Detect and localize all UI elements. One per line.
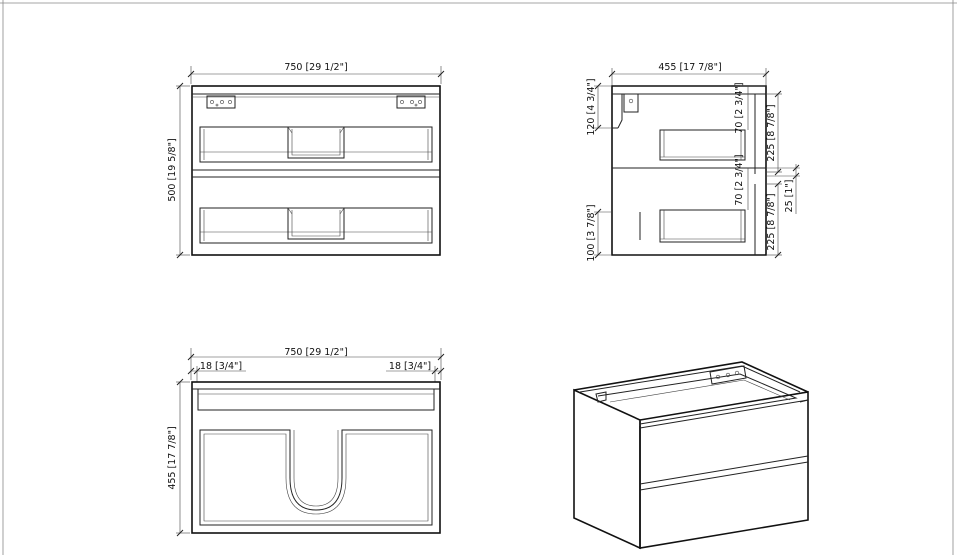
top-right-side-label: 18 [3/4"] bbox=[389, 361, 431, 372]
side-bottom-offset-dimension: 100 [3 7/8"] bbox=[586, 204, 612, 262]
side-view: 455 [17 7/8"] bbox=[586, 62, 800, 262]
side-lower-drawer-dimension: 225 [8 7/8"] bbox=[766, 180, 782, 259]
side-divider-label: 25 [1"] bbox=[784, 180, 795, 213]
top-right-side-dimension: 18 [3/4"] bbox=[386, 361, 445, 382]
side-upper-drawer bbox=[659, 94, 756, 174]
side-lower-gap-label: 70 [2 3/4"] bbox=[734, 154, 745, 205]
front-upper-drawer bbox=[199, 126, 433, 163]
top-cabinet-outline bbox=[191, 381, 441, 534]
side-top-offset-label: 120 [4 3/4"] bbox=[586, 78, 597, 135]
iso-front-panel bbox=[639, 391, 809, 549]
top-width-label: 750 [29 1/2"] bbox=[284, 347, 347, 358]
front-left-bracket bbox=[206, 95, 236, 109]
top-depth-dimension: 455 [17 7/8"] bbox=[167, 378, 190, 537]
side-depth-dimension: 455 [17 7/8"] bbox=[608, 62, 770, 86]
side-bottom-offset-label: 100 [3 7/8"] bbox=[586, 204, 597, 261]
iso-mounting-bracket bbox=[709, 365, 747, 385]
front-right-bracket bbox=[396, 95, 426, 109]
front-width-label: 750 [29 1/2"] bbox=[284, 62, 347, 73]
iso-top-edge bbox=[573, 361, 809, 393]
side-top-offset-dimension: 120 [4 3/4"] bbox=[586, 78, 612, 136]
front-lower-drawer bbox=[199, 207, 433, 244]
side-divider-dimension: 25 [1"] bbox=[766, 164, 800, 214]
side-upper-drawer-dimension: 225 [8 7/8"] bbox=[766, 90, 782, 176]
top-width-dimension: 750 [29 1/2"] bbox=[187, 347, 445, 380]
top-drawer-u-cutout bbox=[199, 429, 433, 526]
front-view: 750 [29 1/2"] 500 [19 5/8"] bbox=[167, 62, 445, 259]
side-depth-label: 455 [17 7/8"] bbox=[658, 62, 721, 73]
side-lower-drawer bbox=[639, 184, 756, 255]
side-lower-drawer-label: 225 [8 7/8"] bbox=[766, 193, 777, 250]
front-width-dimension: 750 [29 1/2"] bbox=[187, 62, 445, 84]
top-view: 750 [29 1/2"] 18 [3/4"] 18 [3/4"] 455 [1… bbox=[167, 347, 445, 537]
side-upper-drawer-label: 225 [8 7/8"] bbox=[766, 104, 777, 161]
side-lower-gap-dimension: 70 [2 3/4"] bbox=[734, 154, 749, 210]
side-upper-gap-label: 70 [2 3/4"] bbox=[734, 82, 745, 133]
side-upper-gap-dimension: 70 [2 3/4"] bbox=[734, 82, 766, 134]
side-mounting-bracket bbox=[612, 93, 639, 129]
top-left-side-label: 18 [3/4"] bbox=[200, 361, 242, 372]
top-left-side-dimension: 18 [3/4"] bbox=[187, 361, 246, 382]
front-height-dimension: 500 [19 5/8"] bbox=[167, 82, 190, 259]
iso-side-panel bbox=[573, 388, 641, 550]
top-depth-label: 455 [17 7/8"] bbox=[167, 426, 178, 489]
front-height-label: 500 [19 5/8"] bbox=[167, 138, 178, 201]
isometric-view bbox=[573, 361, 809, 550]
